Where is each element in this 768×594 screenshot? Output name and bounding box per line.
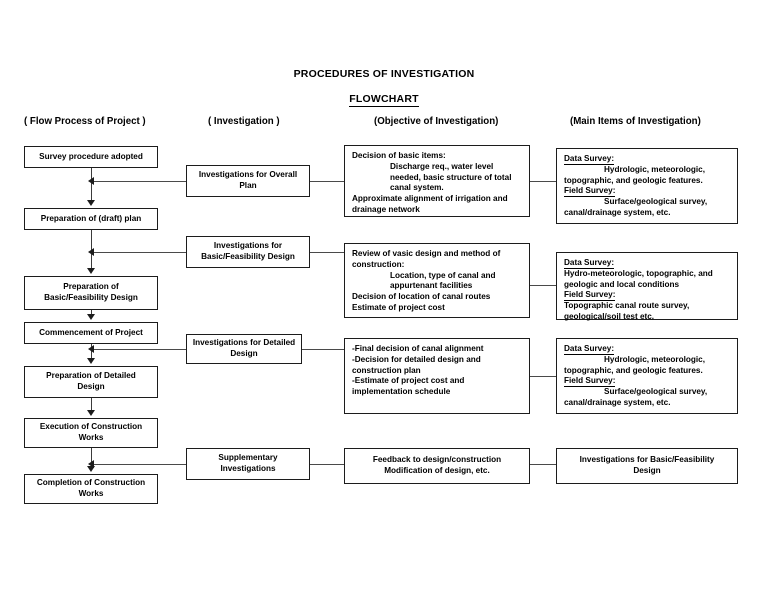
main-items-line: Topographic canal route survey, <box>564 301 690 311</box>
main-items-box-detailed-design[interactable]: Data Survey: Hydrologic, meteorologic, t… <box>556 338 738 414</box>
objective-box-overall-plan[interactable]: Decision of basic items: Discharge req.,… <box>344 145 530 217</box>
main-items-line: Hydro-meteorologic, topographic, and <box>564 268 713 278</box>
flow-arrow-4 <box>87 358 95 364</box>
main-items-heading: Field Survey: <box>564 376 616 388</box>
link-objective-3-to-main <box>530 376 556 377</box>
link-investigation-1-to-flow <box>92 181 186 182</box>
flow-box-commencement-of-project[interactable]: Commencement of Project <box>24 322 158 344</box>
objective-line: drainage network <box>352 205 420 215</box>
main-items-heading: Data Survey: <box>564 344 615 355</box>
main-items-box-overall-plan[interactable]: Data Survey: Hydrologic, meteorologic, t… <box>556 148 738 224</box>
main-items-heading: Field Survey: <box>564 186 616 198</box>
flow-box-survey-procedure[interactable]: Survey procedure adopted <box>24 146 158 168</box>
flow-connector-3 <box>91 310 92 316</box>
objective-line: needed, basic structure of total <box>390 172 512 182</box>
objective-line: Decision of location of canal routes <box>352 292 491 302</box>
flow-arrow-5 <box>87 410 95 416</box>
objective-line: Discharge req., water level <box>390 161 494 171</box>
main-items-heading: Data Survey: <box>564 154 615 165</box>
link-arrow-investigation-3 <box>88 345 94 353</box>
page-title: PROCEDURES OF INVESTIGATION <box>293 68 475 80</box>
column-header-main-items: (Main Items of Investigation) <box>570 116 701 127</box>
main-items-heading: Data Survey: <box>564 258 615 269</box>
link-objective-1-to-main <box>530 181 556 182</box>
flow-arrow-2 <box>87 268 95 274</box>
objective-line: Approximate alignment of irrigation and <box>352 194 508 204</box>
main-items-heading: Field Survey: <box>564 290 616 302</box>
main-items-line: geological/soil test etc. <box>564 312 655 322</box>
main-items-line: geologic and local conditions <box>564 279 680 289</box>
link-investigation-4-to-objective <box>310 464 344 465</box>
column-header-objective: (Objective of Investigation) <box>374 116 499 127</box>
main-items-line: canal/drainage system, etc. <box>564 398 671 408</box>
main-items-line: canal/drainage system, etc. <box>564 208 671 218</box>
link-objective-2-to-main <box>530 285 556 286</box>
link-investigation-2-to-flow <box>92 252 186 253</box>
flow-arrow-6 <box>87 466 95 472</box>
objective-line: -Estimate of project cost and <box>352 376 465 386</box>
objective-box-detailed-design[interactable]: -Final decision of canal alignment -Deci… <box>344 338 530 414</box>
main-items-line: Surface/geological survey, <box>604 387 708 397</box>
objective-line: -Decision for detailed design and <box>352 354 481 364</box>
flow-connector-1 <box>91 168 92 202</box>
link-investigation-3-to-flow <box>92 349 186 350</box>
page-subtitle: FLOWCHART <box>0 93 768 107</box>
objective-line: implementation schedule <box>352 387 451 397</box>
flow-connector-5 <box>91 398 92 412</box>
main-items-line: Hydrologic, meteorologic, <box>604 354 705 364</box>
objective-line: appurtenant facilities <box>390 281 473 291</box>
flow-box-preparation-draft-plan[interactable]: Preparation of (draft) plan <box>24 208 158 230</box>
link-investigation-1-to-objective <box>310 181 344 182</box>
objective-line: construction: <box>352 259 405 269</box>
main-items-box-supplementary[interactable]: Investigations for Basic/Feasibility Des… <box>556 448 738 484</box>
objective-line: Feedback to design/construction <box>372 455 502 465</box>
flow-connector-6 <box>91 448 92 468</box>
main-items-line: Hydrologic, meteorologic, <box>604 164 705 174</box>
link-investigation-4-to-flow <box>92 464 186 465</box>
column-header-flow-process: ( Flow Process of Project ) <box>24 116 146 127</box>
objective-line: Estimate of project cost <box>352 303 445 313</box>
column-header-investigation: ( Investigation ) <box>208 116 280 127</box>
link-arrow-investigation-1 <box>88 177 94 185</box>
objective-box-supplementary[interactable]: Feedback to design/construction Modifica… <box>344 448 530 484</box>
link-arrow-investigation-4 <box>88 460 94 468</box>
objective-line: canal system. <box>390 183 444 193</box>
main-items-line: Investigations for Basic/Feasibility <box>579 455 715 465</box>
main-items-line: topographic, and geologic features. <box>564 365 703 375</box>
flow-arrow-3 <box>87 314 95 320</box>
flow-arrow-1 <box>87 200 95 206</box>
link-arrow-investigation-2 <box>88 248 94 256</box>
page-subtitle-text: FLOWCHART <box>349 93 419 107</box>
objective-line: construction plan <box>352 365 421 375</box>
link-investigation-2-to-objective <box>310 252 344 253</box>
objective-line: Location, type of canal and <box>390 270 496 280</box>
main-items-line: Design <box>633 466 661 475</box>
link-investigation-3-to-objective <box>302 349 344 350</box>
main-items-line: topographic, and geologic features. <box>564 175 703 185</box>
link-objective-4-to-main <box>530 464 556 465</box>
objective-line: Review of vasic design and method of <box>352 249 501 258</box>
main-items-line: Surface/geological survey, <box>604 197 708 207</box>
objective-line: -Final decision of canal alignment <box>352 344 484 353</box>
main-items-box-basic-feasibility[interactable]: Data Survey: Hydro-meteorologic, topogra… <box>556 252 738 322</box>
objective-box-basic-feasibility[interactable]: Review of vasic design and method of con… <box>344 243 530 318</box>
objective-line: Modification of design, etc. <box>384 466 490 475</box>
objective-line: Decision of basic items: <box>352 151 446 160</box>
